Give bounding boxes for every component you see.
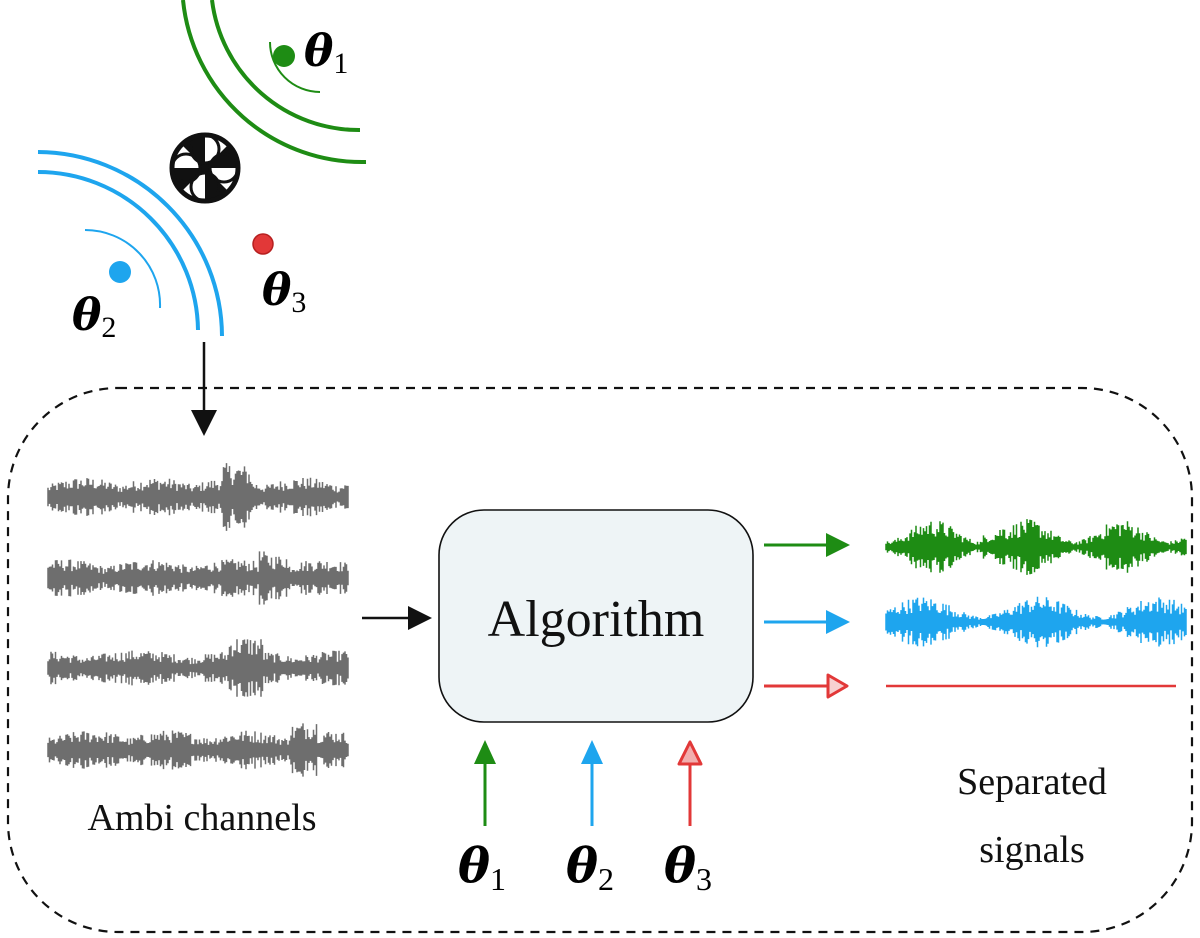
input-arrow [191, 342, 217, 436]
separated-signals-label-line1: Separated [957, 761, 1107, 803]
ambi-channel-waveform [47, 551, 349, 605]
source2-dot [109, 261, 131, 283]
separated-waveform-1 [885, 519, 1187, 575]
algorithm-label: Algorithm [488, 591, 705, 648]
mixture-to-algorithm-arrow [362, 606, 432, 630]
separated-waveform-2 [885, 596, 1187, 648]
direction-input-arrow-1 [474, 740, 496, 826]
processing-frame [6, 386, 1194, 934]
direction-input-arrow-3 [677, 740, 703, 826]
ambi-channel-waveform [47, 639, 349, 697]
ambi-channels-label: Ambi channels [87, 797, 316, 839]
direction-input-label-2: θ2 [566, 838, 614, 897]
source3-dot [252, 233, 274, 255]
ambi-channel-waveform [47, 723, 349, 777]
ambi-channel-waveform [47, 463, 349, 531]
output-arrow-2 [764, 610, 850, 634]
separated-signals-label-line2: signals [979, 829, 1085, 871]
source1-waves [181, 0, 367, 165]
source1-dot [273, 45, 295, 67]
source1-label: θ1 [304, 26, 348, 80]
output-arrow-3 [764, 673, 849, 699]
direction-input-label-1: θ1 [458, 838, 506, 897]
source2-waves [37, 150, 224, 337]
algorithm-box [438, 509, 754, 723]
ambi-channel-waveforms [47, 463, 349, 777]
source2-label: θ2 [72, 290, 116, 344]
ambisonic-microphone-icon [169, 132, 241, 204]
output-arrow-1 [764, 533, 850, 557]
separated-waveforms [885, 519, 1187, 648]
direction-input-label-3: θ3 [664, 838, 712, 897]
source3-label: θ3 [262, 265, 306, 319]
direction-input-arrow-2 [581, 740, 603, 826]
